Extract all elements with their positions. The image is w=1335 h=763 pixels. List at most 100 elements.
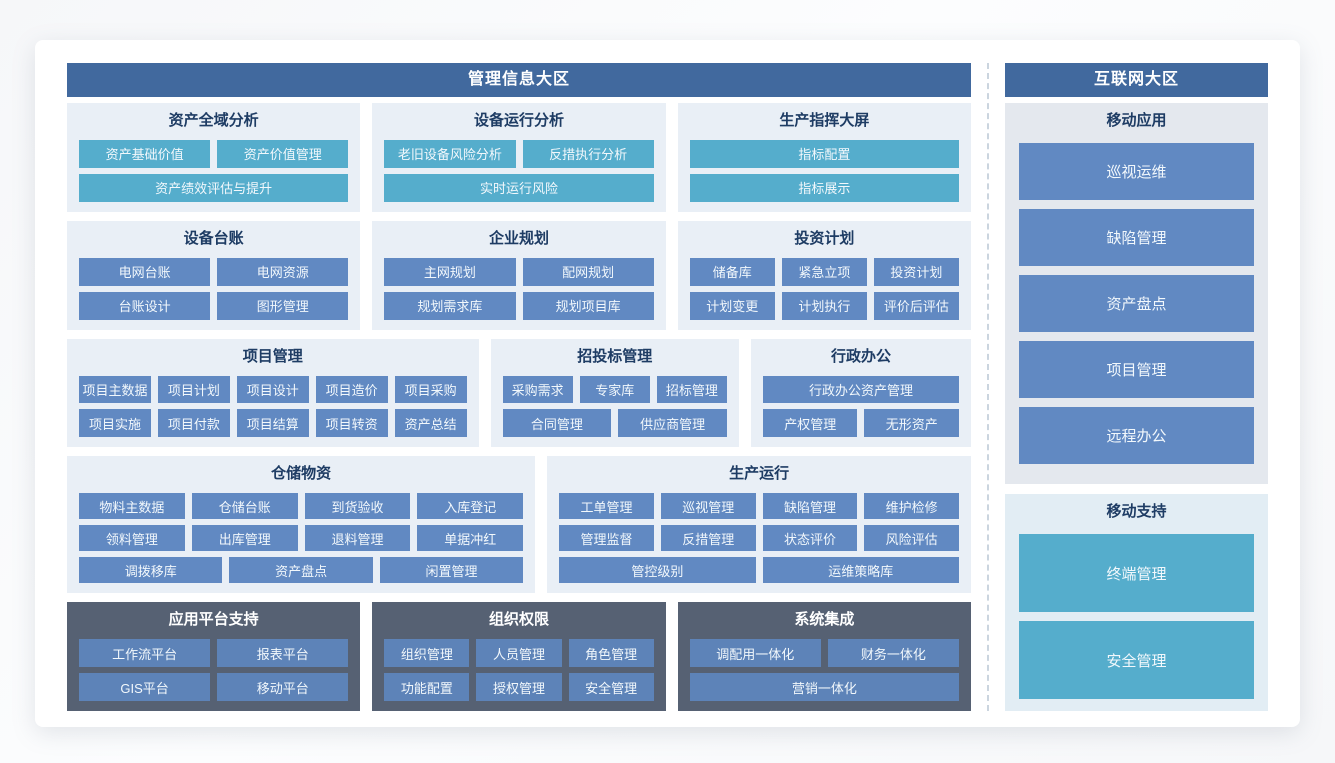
module-button[interactable]: 实时运行风险: [384, 173, 654, 202]
module-button[interactable]: 项目管理: [1019, 341, 1254, 398]
module-button[interactable]: 维护检修: [864, 493, 960, 520]
module-button[interactable]: GIS平台: [79, 673, 211, 701]
module-button[interactable]: 终端管理: [1019, 534, 1254, 612]
module-button[interactable]: 领料管理: [79, 525, 185, 552]
module-button[interactable]: 反措管理: [660, 525, 756, 552]
module-group: 招投标管理采购需求专家库招标管理合同管理供应商管理: [490, 338, 739, 448]
module-button[interactable]: 电网资源: [217, 257, 349, 286]
zone-divider: [971, 63, 1005, 711]
module-button[interactable]: 资产总结: [394, 409, 467, 438]
module-button[interactable]: 功能配置: [384, 673, 470, 701]
module-button[interactable]: 资产绩效评估与提升: [79, 173, 349, 202]
module-button[interactable]: 招标管理: [656, 375, 727, 404]
module-button[interactable]: 缺陷管理: [1019, 209, 1254, 266]
button-row: 指标展示: [689, 173, 959, 202]
module-button[interactable]: 投资计划: [873, 257, 959, 286]
module-button[interactable]: 项目实施: [79, 409, 151, 438]
module-button[interactable]: 运维策略库: [762, 557, 960, 584]
module-button[interactable]: 管理监督: [559, 525, 654, 552]
module-button[interactable]: 指标展示: [689, 173, 959, 202]
module-button[interactable]: 安全管理: [1019, 621, 1254, 699]
module-button[interactable]: 合同管理: [502, 409, 612, 438]
module-button[interactable]: 项目付款: [157, 409, 230, 438]
module-button[interactable]: 移动平台: [217, 673, 349, 701]
module-button[interactable]: 工单管理: [559, 493, 654, 520]
module-button[interactable]: 授权管理: [476, 673, 562, 701]
module-button[interactable]: 营销一体化: [689, 673, 959, 701]
module-button[interactable]: 出库管理: [191, 525, 298, 552]
module-button[interactable]: 报表平台: [217, 639, 349, 668]
module-button[interactable]: 资产价值管理: [217, 140, 349, 168]
group-title: 生产运行: [729, 465, 790, 483]
module-button[interactable]: 资产基础价值: [79, 140, 211, 168]
module-button[interactable]: 组织管理: [384, 639, 470, 668]
module-button[interactable]: 项目采购: [394, 375, 467, 404]
module-button[interactable]: 人员管理: [476, 639, 562, 668]
module-group: 投资计划储备库紧急立项投资计划计划变更计划执行评价后评估: [677, 220, 971, 330]
module-button[interactable]: 资产盘点: [229, 557, 373, 584]
module-button[interactable]: 仓储台账: [191, 493, 298, 520]
module-button[interactable]: 规划需求库: [384, 291, 516, 320]
module-button[interactable]: 项目主数据: [79, 375, 151, 404]
module-group: 行政办公行政办公资产管理产权管理无形资产: [750, 338, 971, 448]
button-row: 物料主数据仓储台账到货验收入库登记: [79, 493, 524, 520]
module-button[interactable]: 计划变更: [689, 291, 775, 320]
module-button[interactable]: 安全管理: [568, 673, 654, 701]
module-button[interactable]: 图形管理: [217, 291, 349, 320]
module-button[interactable]: 巡视管理: [660, 493, 756, 520]
module-button[interactable]: 工作流平台: [79, 639, 211, 668]
button-row: GIS平台移动平台: [79, 673, 349, 701]
module-button[interactable]: 配网规划: [522, 257, 654, 286]
module-button[interactable]: 项目计划: [157, 375, 230, 404]
module-button[interactable]: 管控级别: [559, 557, 756, 584]
module-button[interactable]: 储备库: [689, 257, 775, 286]
module-button[interactable]: 电网台账: [79, 257, 211, 286]
module-button[interactable]: 缺陷管理: [762, 493, 858, 520]
module-button[interactable]: 台账设计: [79, 291, 211, 320]
module-button[interactable]: 老旧设备风险分析: [384, 140, 516, 168]
module-button[interactable]: 巡视运维: [1019, 143, 1254, 200]
module-button[interactable]: 规划项目库: [522, 291, 654, 320]
internet-module-groups: 移动应用巡视运维缺陷管理资产盘点项目管理远程办公移动支持终端管理安全管理: [1005, 103, 1268, 711]
module-button[interactable]: 状态评价: [762, 525, 858, 552]
module-button[interactable]: 项目结算: [236, 409, 309, 438]
module-button[interactable]: 行政办公资产管理: [762, 375, 959, 404]
module-group: 生产指挥大屏指标配置指标展示: [677, 103, 971, 212]
module-group: 项目管理项目主数据项目计划项目设计项目造价项目采购项目实施项目付款项目结算项目转…: [67, 338, 479, 448]
button-row: 功能配置授权管理安全管理: [384, 673, 654, 701]
module-button[interactable]: 物料主数据: [79, 493, 185, 520]
module-button[interactable]: 入库登记: [417, 493, 524, 520]
module-button[interactable]: 采购需求: [502, 375, 573, 404]
group-title: 仓储物资: [271, 465, 332, 483]
module-button[interactable]: 风险评估: [864, 525, 960, 552]
module-button[interactable]: 调拨移库: [79, 557, 223, 584]
module-button[interactable]: 项目转资: [315, 409, 388, 438]
module-button[interactable]: 反措执行分析: [522, 140, 654, 168]
module-button[interactable]: 供应商管理: [618, 409, 727, 438]
module-button[interactable]: 产权管理: [762, 409, 858, 438]
module-button[interactable]: 无形资产: [864, 409, 960, 438]
module-button[interactable]: 远程办公: [1019, 407, 1254, 464]
group-title: 项目管理: [242, 347, 303, 365]
module-button[interactable]: 退料管理: [304, 525, 411, 552]
group-title: 设备台账: [183, 229, 244, 247]
button-row: 组织管理人员管理角色管理: [384, 639, 654, 668]
group-title: 应用平台支持: [168, 611, 259, 629]
module-button[interactable]: 项目造价: [315, 375, 388, 404]
button-row: 合同管理供应商管理: [502, 409, 727, 438]
module-button[interactable]: 单据冲红: [417, 525, 524, 552]
module-button[interactable]: 专家库: [579, 375, 650, 404]
module-button[interactable]: 紧急立项: [781, 257, 867, 286]
module-row: 设备台账电网台账电网资源台账设计图形管理企业规划主网规划配网规划规划需求库规划项…: [67, 220, 971, 330]
module-button[interactable]: 项目设计: [236, 375, 309, 404]
module-button[interactable]: 调配用一体化: [689, 639, 821, 668]
module-button[interactable]: 资产盘点: [1019, 275, 1254, 332]
module-button[interactable]: 指标配置: [689, 140, 959, 168]
module-button[interactable]: 评价后评估: [873, 291, 959, 320]
module-button[interactable]: 到货验收: [304, 493, 411, 520]
module-button[interactable]: 财务一体化: [827, 639, 959, 668]
module-button[interactable]: 闲置管理: [379, 557, 524, 584]
module-button[interactable]: 计划执行: [781, 291, 867, 320]
module-button[interactable]: 角色管理: [568, 639, 654, 668]
module-button[interactable]: 主网规划: [384, 257, 516, 286]
